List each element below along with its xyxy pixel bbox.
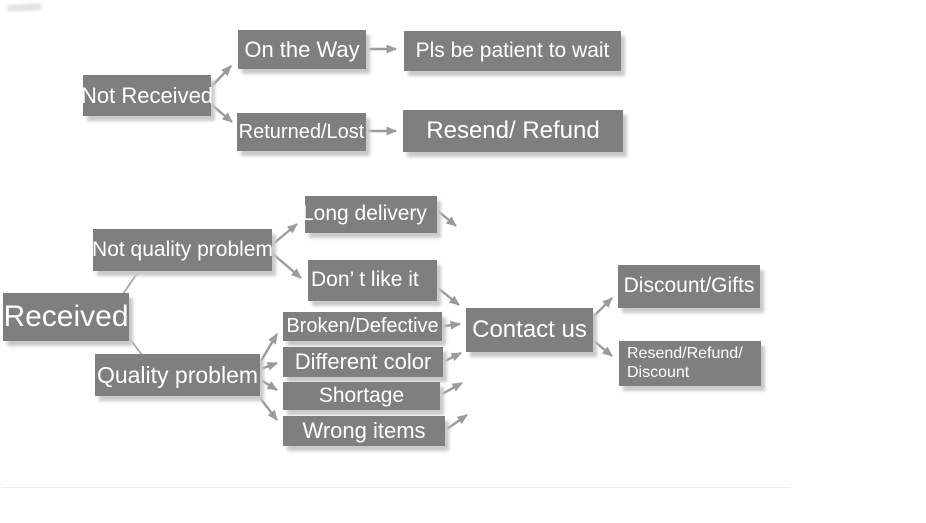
arrow-dontlike-contactus (437, 287, 460, 306)
arrow-wrongitems-contactus (446, 414, 468, 430)
node-discount-gifts: Discount/Gifts (618, 265, 760, 308)
arrow-quality-broken (259, 333, 279, 362)
node-long-delivery: Long delivery (302, 196, 437, 233)
node-contact-us: Contact us (466, 308, 593, 352)
node-wrong-items: Wrong items (283, 416, 445, 446)
node-resend-refund-discount-text: Resend/Refund/Discount (627, 345, 743, 381)
node-returned-lost: Returned/Lost (237, 113, 366, 151)
arrow-quality-wrongitems (256, 393, 278, 421)
node-shortage: Shortage (283, 382, 440, 410)
arrow-notquality-dontlike (272, 253, 302, 279)
node-broken-defective: Broken/Defective (283, 312, 442, 341)
node-not-quality-problem: Not quality problem (92, 229, 273, 271)
arrow-shortage-contactus (441, 381, 463, 396)
arrow-quality-differentcolor (260, 361, 278, 371)
node-dont-like-it: Don’ t like it (308, 260, 437, 301)
arrow-notreceived-ontheway (211, 65, 232, 87)
node-quality-problem: Quality problem (95, 354, 260, 396)
node-pls-be-patient: Pls be patient to wait (404, 31, 621, 71)
arrow-longdelivery-out (437, 210, 457, 227)
arrow-notquality-longdelivery (272, 223, 298, 245)
arrow-quality-shortage (260, 378, 278, 392)
node-resend-refund-discount: Resend/Refund/Discount (619, 341, 761, 386)
line-received-notquality (122, 271, 139, 295)
node-resend-refund: Resend/ Refund (403, 110, 623, 152)
arrow-contactus-resendrefunddiscount (593, 340, 613, 357)
arrow-differentcolor-contactus (444, 351, 462, 363)
arrow-broken-contactus (443, 320, 461, 330)
node-different-color: Different color (283, 347, 443, 377)
node-on-the-way: On the Way (238, 30, 366, 69)
node-received: Received (3, 293, 129, 341)
arrow-notreceived-returnedlost (211, 104, 233, 123)
node-not-received: Not Received (81, 75, 213, 116)
image-bottom-border (2, 487, 790, 488)
arrow-contactus-discountgifts (593, 297, 613, 317)
